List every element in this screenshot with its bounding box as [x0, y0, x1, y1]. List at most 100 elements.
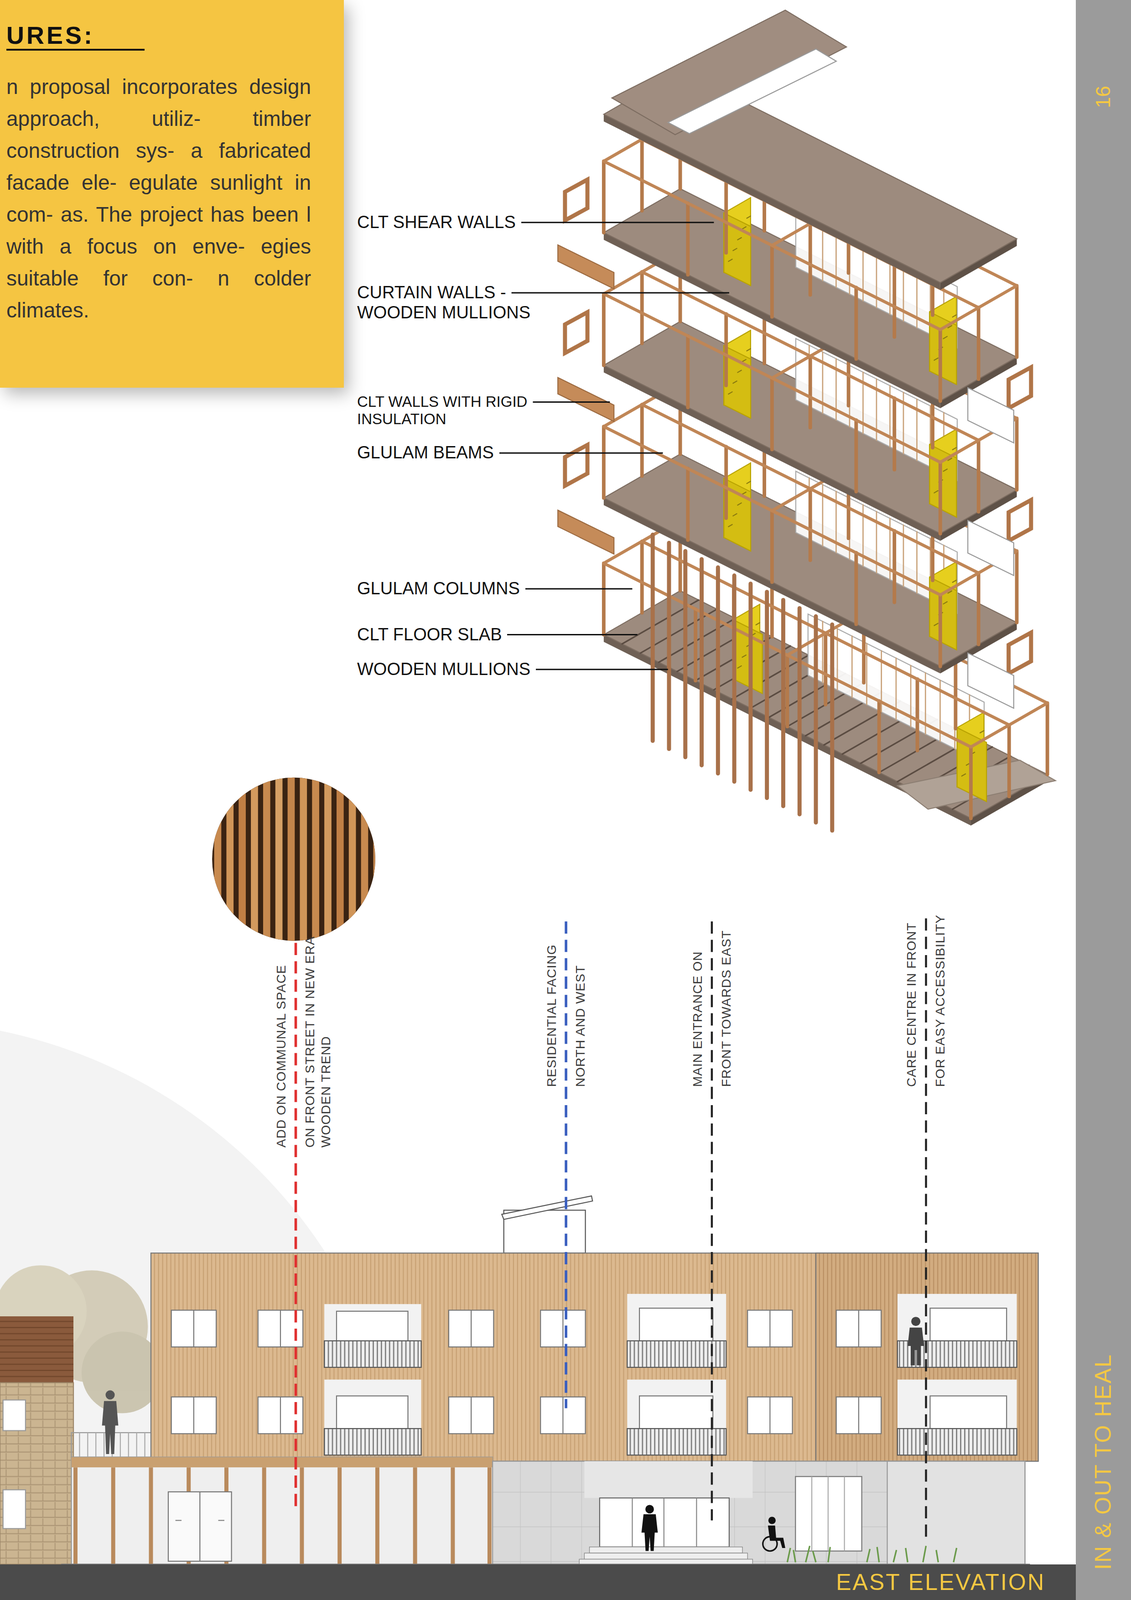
stair-line: [732, 248, 737, 251]
stair-line: [741, 492, 746, 495]
balcony-door: [639, 1395, 713, 1429]
wooden-mullion: [683, 550, 688, 758]
annotation-lines: [295, 918, 927, 1541]
stair-line: [728, 391, 732, 395]
leader-line: [499, 452, 664, 454]
panel-body: n proposal incorporates design approach,…: [6, 70, 312, 327]
stair-line: [737, 370, 742, 373]
leader-line: [532, 401, 610, 403]
annotation-text: FRONT TOWARDS EAST: [718, 929, 735, 1087]
wood-slat: [373, 770, 381, 950]
balcony-door: [336, 1395, 409, 1429]
glulam-column: [770, 510, 774, 583]
wooden-mullion: [797, 607, 802, 815]
annotation-text: RESIDENTIAL FACING: [543, 944, 560, 1087]
windows: [171, 1310, 882, 1434]
balcony-recess: [897, 1293, 1017, 1368]
glazed-communal-space: [71, 1457, 493, 1565]
callout-label: GLULAM BEAMS: [357, 442, 494, 463]
entrance-steps: [579, 1559, 753, 1565]
annotation-text: MAIN ENTRANCE ON: [689, 950, 706, 1087]
glulam-column: [976, 440, 981, 512]
annotation-text: ADD ON COMMUNAL SPACE: [273, 964, 290, 1148]
glazing-panel: [967, 387, 1014, 443]
glulam-column: [854, 552, 858, 625]
glulam-column: [808, 356, 813, 428]
glulam-beam: [940, 285, 1017, 330]
stair-line: [933, 490, 938, 493]
glulam-column: [808, 488, 813, 561]
glulam-column: [854, 420, 858, 492]
window-frame: [1008, 367, 1032, 408]
stair-line: [756, 622, 760, 625]
glulam-column: [693, 609, 698, 681]
glulam-column: [601, 293, 606, 366]
stair-line: [737, 237, 742, 240]
glulam-column: [685, 203, 690, 275]
glulam-column: [969, 747, 973, 819]
wooden-mullion: [650, 534, 655, 741]
glulam-column: [1007, 725, 1012, 797]
wood-slat: [263, 770, 271, 950]
stair-line: [741, 359, 746, 362]
wood-slat: [275, 770, 283, 950]
timber-cladding: [815, 1252, 1039, 1461]
wheelchair-wheel: [762, 1536, 778, 1551]
glulam-column: [808, 223, 813, 296]
glulam-column: [892, 398, 897, 470]
wooden-mullion: [732, 575, 737, 782]
annotation-text: ON FRONT STREET IN NEW ERA WOODEN TREND: [301, 933, 334, 1148]
glulam-column: [892, 530, 897, 603]
timber-posts: [75, 1467, 490, 1565]
glulam-column: [1015, 285, 1019, 358]
stair-line: [933, 623, 938, 626]
glulam-column: [1015, 418, 1019, 490]
main-entrance: [599, 1497, 730, 1547]
dashed-marker: [924, 918, 927, 1541]
leader-line: [511, 292, 730, 294]
glulam-column: [601, 563, 606, 635]
intro-panel: URES:n proposal incorporates design appr…: [0, 0, 344, 388]
glulam-column: [685, 468, 690, 540]
glulam-column: [892, 265, 897, 338]
glulam-column: [823, 632, 828, 705]
house-window: [3, 1489, 26, 1529]
balcony-door: [639, 1307, 713, 1342]
stair-line: [952, 447, 957, 450]
window-frame: [565, 179, 588, 221]
balcony-rail: [897, 1428, 1017, 1455]
annotation-text: NORTH AND WEST: [572, 964, 589, 1087]
dashed-marker: [294, 942, 298, 1508]
wood-swatch: [203, 770, 388, 950]
glulam-column: [640, 271, 644, 344]
stair-line: [943, 601, 948, 604]
wood-slat: [361, 770, 369, 950]
wooden-mullion: [748, 583, 753, 790]
glazing-panel: [967, 653, 1014, 709]
dashed-marker: [564, 921, 568, 1408]
stair-line: [952, 580, 957, 583]
glulam-column: [915, 679, 920, 751]
wooden-mullion: [764, 591, 769, 799]
clt-wall-panel: [557, 377, 614, 422]
glulam-column: [685, 336, 690, 408]
callout-label: GLULAM COLUMNS: [357, 578, 520, 599]
balcony-rail: [324, 1428, 421, 1455]
dashed-marker: [710, 921, 713, 1521]
wooden-mullion: [781, 600, 786, 807]
care-centre-door: [795, 1476, 862, 1551]
glulam-column: [1045, 702, 1050, 775]
glulam-column: [770, 245, 774, 317]
terrace: [71, 1390, 154, 1458]
balcony-door: [929, 1395, 1007, 1429]
glulam-column: [640, 541, 644, 613]
house-wall: [0, 1382, 74, 1564]
stair-line: [746, 481, 751, 484]
callout-label: CLT WALLS WITH RIGID INSULATION: [357, 393, 558, 428]
stair-line: [732, 380, 737, 384]
entrance-door: [168, 1491, 232, 1562]
balcony-door: [336, 1311, 409, 1342]
wooden-mullion: [699, 559, 704, 766]
glulam-column: [854, 287, 858, 359]
wood-slat: [250, 770, 259, 950]
